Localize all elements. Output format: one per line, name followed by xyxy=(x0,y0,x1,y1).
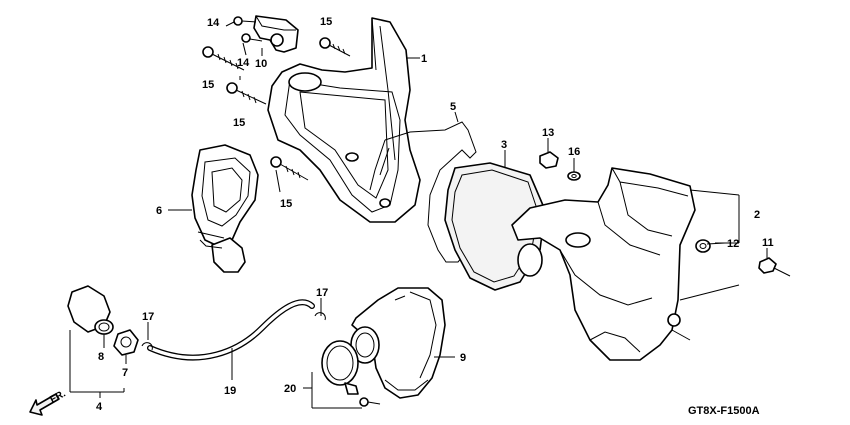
clip-17-b xyxy=(141,342,153,351)
callout-14-a: 14 xyxy=(207,17,220,29)
callout-15-d: 15 xyxy=(280,198,292,210)
callout-12: 12 xyxy=(727,238,739,250)
washer-16 xyxy=(567,171,581,181)
screw-15-d xyxy=(270,156,309,181)
callout-4: 4 xyxy=(96,401,103,413)
callout-labels: 1 2 3 4 5 6 7 8 9 10 11 12 13 14 14 15 1… xyxy=(96,16,774,413)
callout-3: 3 xyxy=(501,139,507,151)
callout-16: 16 xyxy=(568,146,580,158)
callout-19: 19 xyxy=(224,385,236,397)
drain-plug-assembly xyxy=(67,285,139,356)
part-20-clamp xyxy=(321,340,381,407)
callout-17-b: 17 xyxy=(142,311,154,323)
callout-1: 1 xyxy=(421,53,427,65)
screw-15-c xyxy=(226,82,267,105)
grommet-12 xyxy=(695,239,711,253)
callout-2: 2 xyxy=(754,209,760,221)
part-2-case xyxy=(511,167,696,361)
callout-9: 9 xyxy=(460,352,466,364)
bolt-11 xyxy=(758,257,791,277)
part-9-tube xyxy=(350,287,446,399)
callout-13: 13 xyxy=(542,127,554,139)
part-10-bracket xyxy=(253,15,299,53)
screw-15-b xyxy=(202,46,245,71)
callout-15-c: 15 xyxy=(233,117,245,129)
callout-8: 8 xyxy=(98,351,104,363)
callout-15-b: 15 xyxy=(202,79,214,91)
clip-17-a xyxy=(314,312,326,321)
direction-label: FR. xyxy=(48,388,68,405)
screw-15-a xyxy=(319,37,351,57)
leader-lines xyxy=(69,21,768,409)
part-6-duct xyxy=(191,144,259,273)
diagram-code: GT8X-F1500A xyxy=(688,405,760,417)
front-direction-arrow: FR. xyxy=(29,388,68,416)
callout-5: 5 xyxy=(450,101,456,113)
callout-15-a: 15 xyxy=(320,16,332,28)
callout-14-b: 14 xyxy=(237,57,250,69)
callout-20: 20 xyxy=(284,383,296,395)
callout-17-a: 17 xyxy=(316,287,328,299)
part-1-cover xyxy=(267,17,421,223)
callout-7: 7 xyxy=(122,367,128,379)
part-19-hose xyxy=(147,299,315,361)
bolt-14-top xyxy=(233,16,257,26)
callout-6: 6 xyxy=(156,205,162,217)
callout-11: 11 xyxy=(762,237,774,249)
callout-10: 10 xyxy=(255,58,267,70)
bolt-14-mid xyxy=(241,33,263,43)
bolt-13 xyxy=(539,151,559,169)
